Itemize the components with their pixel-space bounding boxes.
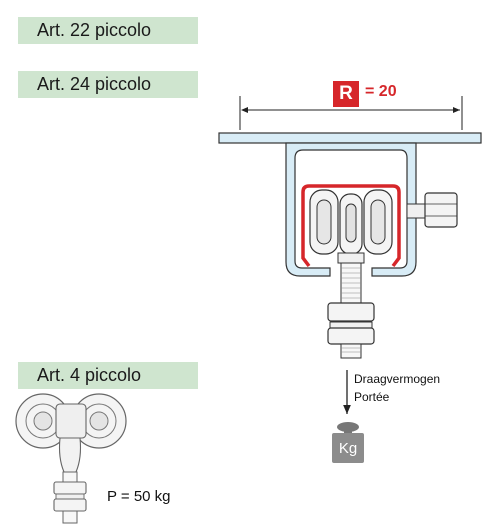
weight-icon [332,422,364,463]
side-bolt [406,192,458,228]
weight-label: Kg [338,440,358,457]
r-value: = 20 [365,83,397,100]
load-caption-nl: Draagvermogen [354,372,441,386]
article-label-4: Art. 4 piccolo [18,362,198,389]
article-label-22: Art. 22 piccolo [18,17,198,44]
dimension-line [239,96,463,130]
capacity-label: P = 50 kg [107,488,171,505]
c-profile-rail [285,142,417,277]
small-trolley-drawing [15,393,127,524]
r-badge: R [333,81,359,107]
load-caption-fr: Portée [354,390,390,404]
threaded-rod [327,252,375,359]
article-label-24: Art. 24 piccolo [18,71,198,98]
wheels [309,189,393,255]
trolley-body [301,184,401,268]
mounting-plate [218,132,482,144]
